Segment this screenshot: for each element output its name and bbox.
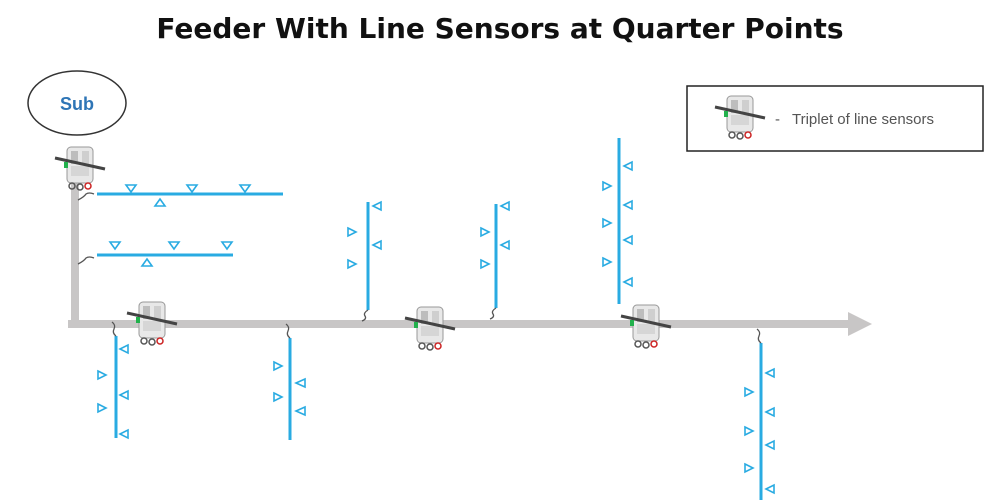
line-sensor-icon bbox=[53, 145, 107, 192]
lateral-top-2 bbox=[77, 241, 234, 267]
lateral-down-1 bbox=[97, 321, 129, 440]
legend-label: Triplet of line sensors bbox=[792, 111, 934, 128]
substation: Sub bbox=[27, 70, 127, 136]
lateral-up-2 bbox=[480, 200, 510, 320]
lateral-up-1 bbox=[347, 200, 382, 322]
legend: - Triplet of line sensors bbox=[686, 85, 984, 152]
lateral-up-3 bbox=[602, 138, 633, 304]
substation-label: Sub bbox=[60, 94, 94, 114]
diagram-title: Feeder With Line Sensors at Quarter Poin… bbox=[156, 12, 844, 45]
line-sensor-icon bbox=[403, 305, 457, 352]
lateral-top-1 bbox=[77, 184, 283, 207]
lateral-down-3 bbox=[744, 328, 775, 500]
main-feeder bbox=[68, 312, 872, 336]
lateral-down-2 bbox=[273, 323, 306, 440]
legend-dash: - bbox=[775, 111, 780, 128]
